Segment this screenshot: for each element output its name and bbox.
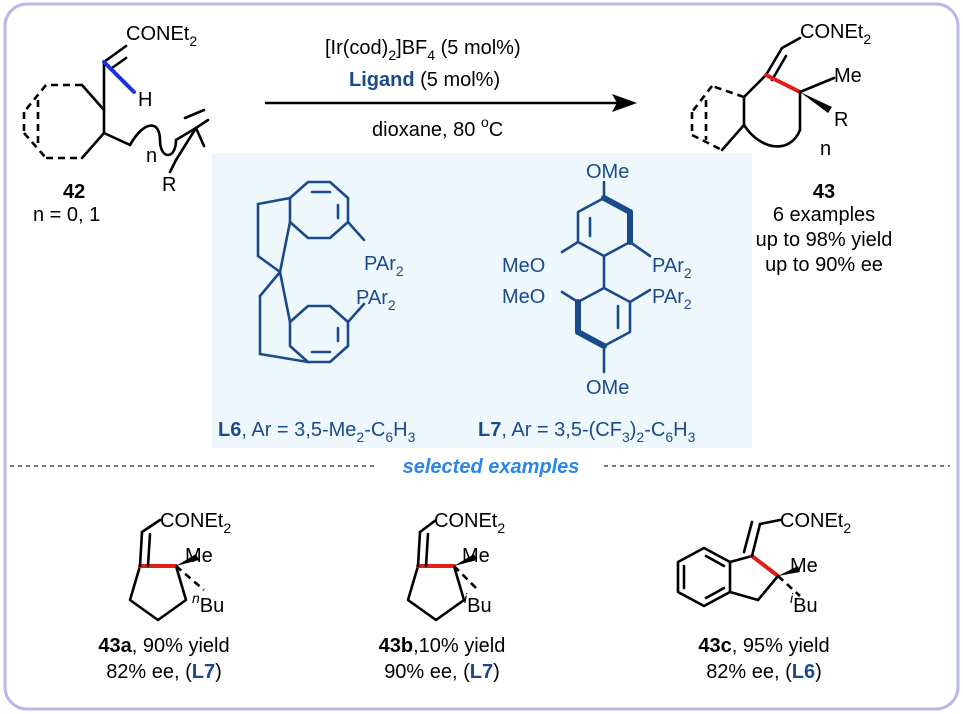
substrate-id: 42 xyxy=(63,181,85,203)
substrate-amide-label: CONEt2 xyxy=(126,23,197,49)
product-id: 43 xyxy=(813,181,835,203)
l6-pAr2-2: PAr2 xyxy=(356,287,396,313)
example-amide-label: CONEt2 xyxy=(434,510,505,536)
l7-pAr2-2: PAr2 xyxy=(652,286,692,312)
example-amide-label: CONEt2 xyxy=(160,510,231,536)
product-stat: 6 examples xyxy=(773,204,875,226)
l7-ome-bottom: OMe xyxy=(586,377,629,399)
example-me-label: Me xyxy=(790,555,818,577)
substrate-h-label: H xyxy=(138,89,152,111)
example-me-label: Me xyxy=(462,545,490,567)
product-amide-label: CONEt2 xyxy=(800,21,871,47)
ligand-l7-structure: OMe MeO MeO OMe PAr2 PAr2 xyxy=(502,161,692,399)
example-43b-ee: 90% ee, (L7) xyxy=(384,661,500,683)
l7-caption: L7, Ar = 3,5-(CF3)2-C6H3 xyxy=(478,419,696,445)
product-me-label: Me xyxy=(834,65,862,87)
example-me-label: Me xyxy=(185,545,213,567)
example-43b-yield: 43b,10% yield xyxy=(379,635,506,657)
substrate-n-label: n xyxy=(146,145,157,167)
example-43a-yield: 43a, 90% yield xyxy=(98,635,229,657)
substrate-42: CONEt2 H n R 42 n = 0, 1 xyxy=(22,23,210,226)
product-n-label: n xyxy=(820,138,831,160)
l7-meo-1: MeO xyxy=(502,255,545,277)
divider-label: selected examples xyxy=(403,456,580,478)
example-43b-structure: CONEt2 Me iBu xyxy=(406,510,505,622)
example-43c-structure: CONEt2 Me iBu xyxy=(676,510,851,617)
l6-pAr2-1: PAr2 xyxy=(364,253,404,279)
example-43c-yield: 43c, 95% yield xyxy=(698,635,829,657)
example-substituent-label: iBu xyxy=(464,590,492,617)
l7-pAr2-1: PAr2 xyxy=(652,255,692,281)
substrate-n-range: n = 0, 1 xyxy=(33,204,100,226)
l6-caption: L6, Ar = 3,5-Me2-C6H3 xyxy=(218,419,416,445)
l7-meo-2: MeO xyxy=(502,286,545,308)
example-43a-ee: 82% ee, (L7) xyxy=(106,661,222,683)
product-r-label: R xyxy=(834,109,848,131)
example-substituent-label: iBu xyxy=(790,590,818,617)
product-43: CONEt2 Me R n 43 6 examples up to 98% yi… xyxy=(690,21,893,276)
example-amide-label: CONEt2 xyxy=(780,510,851,536)
conditions-label: dioxane, 80 oC xyxy=(372,114,503,141)
example-43c-ee: 82% ee, (L6) xyxy=(706,661,822,683)
ligand-l6-structure: PAr2 PAr2 xyxy=(256,180,404,364)
product-stat: up to 90% ee xyxy=(765,254,883,276)
reaction-arrow xyxy=(265,94,637,112)
catalyst-label: [Ir(cod)2]BF4 (5 mol%) xyxy=(325,37,521,63)
ligand-loading-label: Ligand (5 mol%) xyxy=(349,69,500,91)
ligand-panel xyxy=(212,153,752,448)
product-stat: up to 98% yield xyxy=(756,229,893,251)
example-substituent-label: nBu xyxy=(192,590,224,617)
example-43a-structure: CONEt2 Me nBu xyxy=(128,510,231,622)
l7-ome-top: OMe xyxy=(586,161,629,183)
substrate-r-label: R xyxy=(162,174,176,196)
